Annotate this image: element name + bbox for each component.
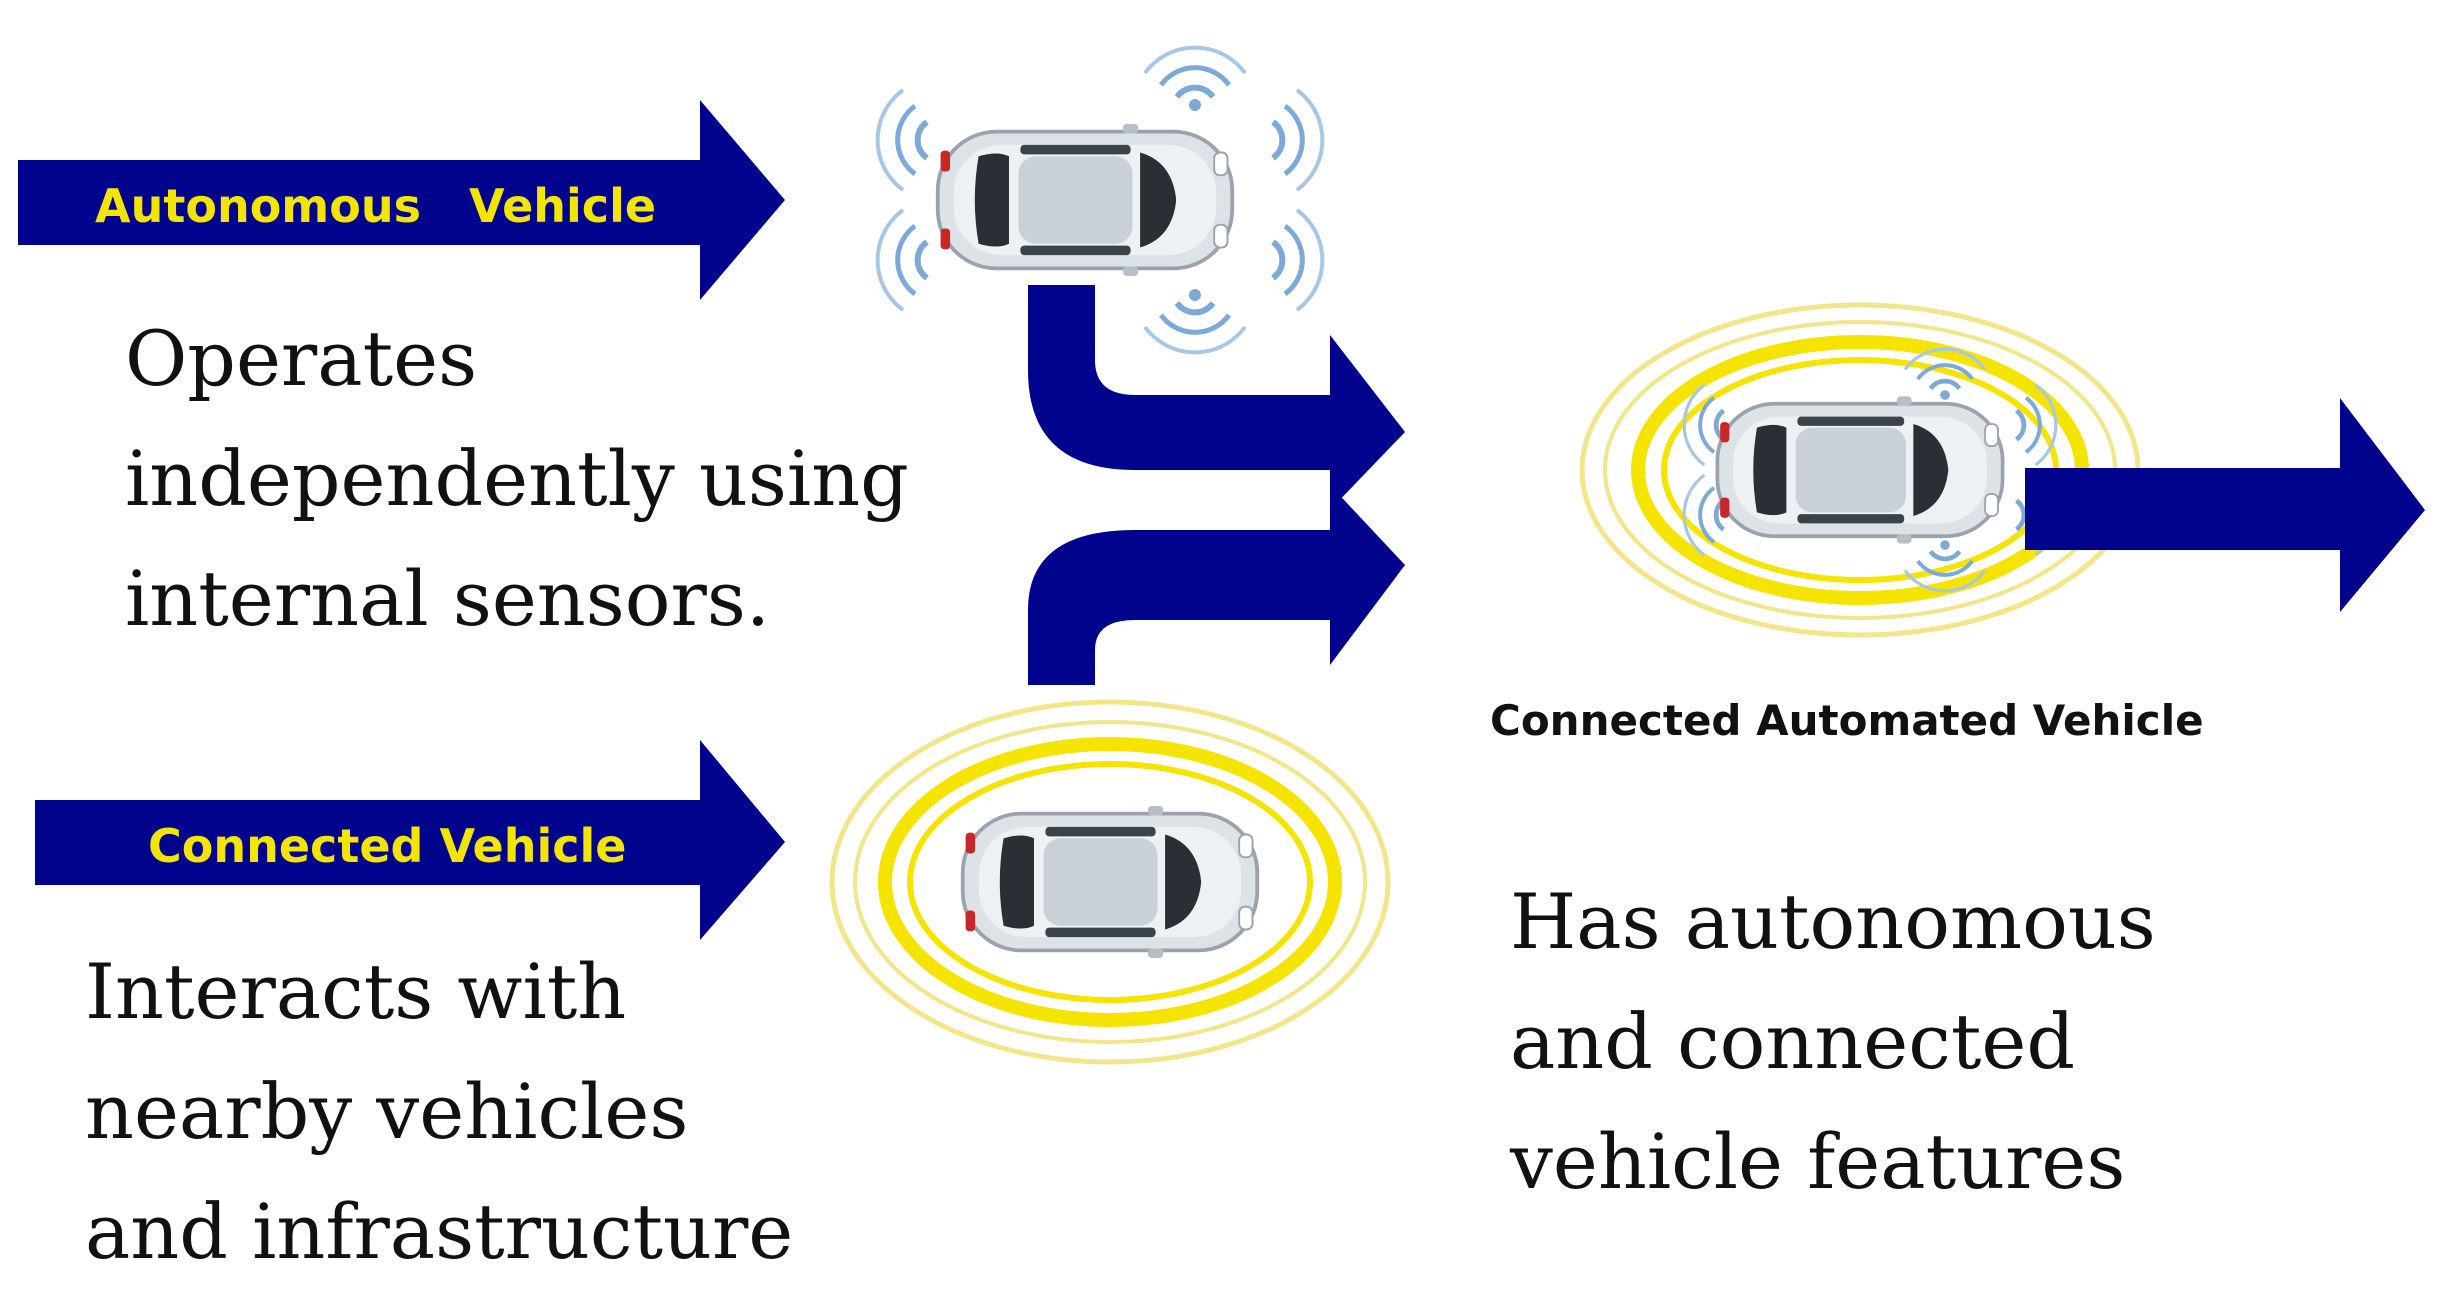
cav-description: Has autonomous and connected vehicle fea…	[1509, 877, 2180, 1206]
autonomous-vehicle-label: Autonomous Vehicle	[95, 179, 656, 233]
cav-description-line-3: vehicle features	[1509, 1117, 2125, 1206]
connected-description-line-1: Interacts with	[85, 947, 626, 1036]
cav-description-line-1: Has autonomous	[1510, 877, 2156, 966]
connected-description-line-3: and infrastructure	[85, 1187, 793, 1276]
autonomous-description-line-2: independently using	[125, 434, 909, 523]
connected-description: Interacts with nearby vehicles and infra…	[85, 947, 793, 1276]
connected-merge-arrow	[1028, 485, 1405, 685]
connected-vehicle-label: Connected Vehicle	[148, 819, 627, 873]
autonomous-description: Operates independently using internal se…	[125, 314, 933, 643]
autonomous-description-line-1: Operates	[125, 314, 477, 403]
connected-car-icon	[829, 699, 1391, 1065]
autonomous-merge-arrow	[1028, 285, 1405, 510]
autonomous-input-arrow	[18, 100, 785, 300]
connected-description-line-2: nearby vehicles	[85, 1067, 688, 1156]
autonomous-car-icon	[878, 48, 1323, 353]
autonomous-description-line-3: internal sensors.	[125, 554, 770, 643]
connected-input-arrow	[35, 740, 785, 940]
cav-output-arrow	[2025, 398, 2425, 612]
cav-description-line-2: and connected	[1510, 997, 2075, 1086]
cav-label: Connected Automated Vehicle	[1490, 696, 2204, 745]
